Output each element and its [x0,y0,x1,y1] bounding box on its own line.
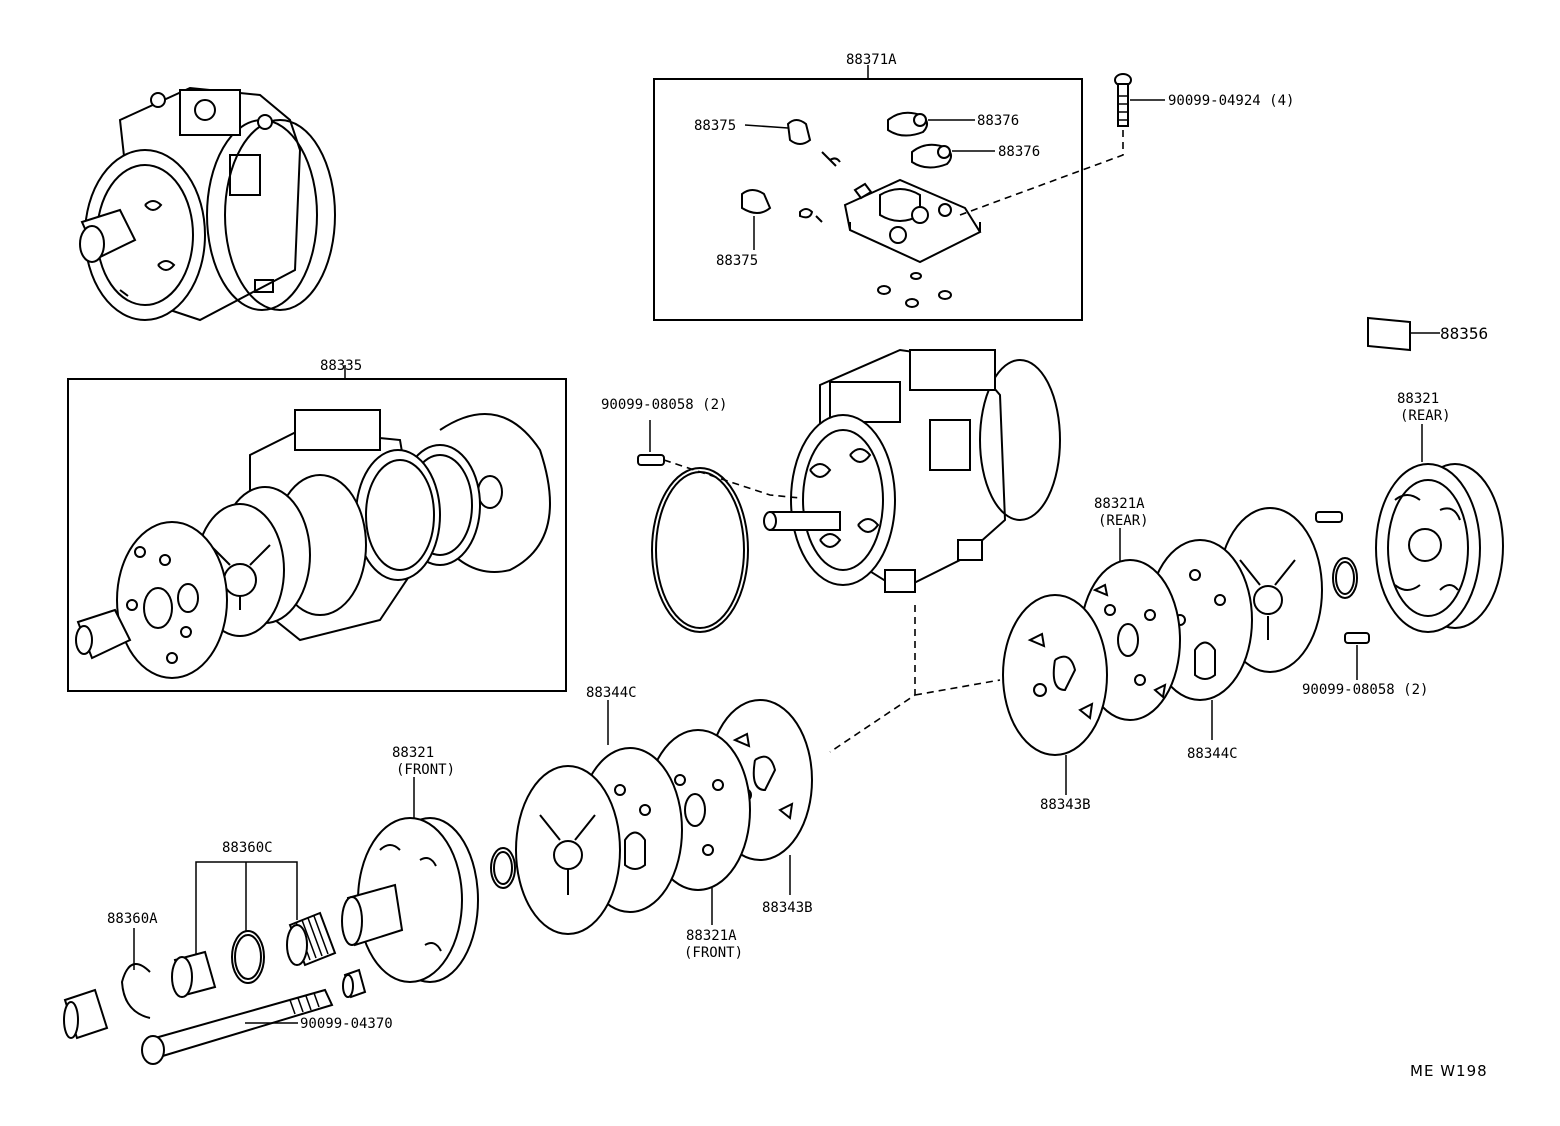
bolt-90099-04370 [141,988,334,1065]
oring-small-right [1332,557,1358,599]
oring-small-center [490,847,516,889]
label-88343b-center: 88343B [762,900,813,916]
label-88335: 88335 [320,358,362,374]
compressor-assembly-illustration [79,86,336,322]
label-88371a: 88371A [846,52,897,68]
label-88375-upper: 88375 [694,118,736,134]
label-88360a: 88360A [107,911,158,927]
front-housing-88321 [341,777,479,983]
label-88376-upper: 88376 [977,113,1019,129]
bolt-90099-04924 [959,73,1165,216]
label-88321-rear: 88321 [1397,391,1439,407]
label-90099-08058-right: 90099-08058 (2) [1302,682,1428,698]
rear-housing-88321 [1375,424,1504,633]
part-88376-upper [887,111,975,137]
plate-88343b-right [1002,594,1108,795]
label-90099-08058-top: 90099-08058 (2) [601,397,727,413]
part-88356-label [1367,316,1440,352]
diagram-code: ME W198 [1410,1062,1488,1080]
kit-box-88371a [653,65,1083,321]
shaft-seal-group-88360c [171,861,337,998]
label-88375-lower: 88375 [716,253,758,269]
label-88321-front: 88321 [392,745,434,761]
circlip-88360a [120,928,151,1019]
small-fittings [799,151,841,223]
label-88360c: 88360C [222,840,273,856]
label-88376-lower: 88376 [998,144,1040,160]
part-88375-lower [741,189,772,250]
part-88376-lower [911,143,995,169]
label-88321-front-note: (FRONT) [396,762,455,778]
label-88356: 88356 [1440,324,1488,343]
assembly-guide-line [829,605,1001,753]
label-88343b-right: 88343B [1040,797,1091,813]
pin-right-upper [1315,511,1343,523]
label-88321a-front-note: (FRONT) [684,945,743,961]
pin-90099-08058-right [1344,632,1370,680]
label-90099-04924: 90099-04924 (4) [1168,93,1294,109]
oring-large [651,467,749,633]
label-88321a-rear-note: (REAR) [1098,513,1149,529]
pin-90099-08058-top [637,420,801,499]
small-bushing [342,968,367,999]
label-88321a-rear: 88321A [1094,496,1145,512]
label-88321a-front: 88321A [686,928,737,944]
label-88344c-right: 88344C [1187,746,1238,762]
label-88344c-center: 88344C [586,685,637,701]
sleeve-part [63,988,109,1040]
valve-plate-block [843,178,982,308]
label-88321-rear-note: (REAR) [1400,408,1451,424]
part-88375-upper [744,119,812,145]
compressor-housing [763,348,1061,593]
label-90099-04370: 90099-04370 [300,1016,393,1032]
plate-front-gasket [515,765,621,935]
kit-box-88335 [67,365,567,692]
